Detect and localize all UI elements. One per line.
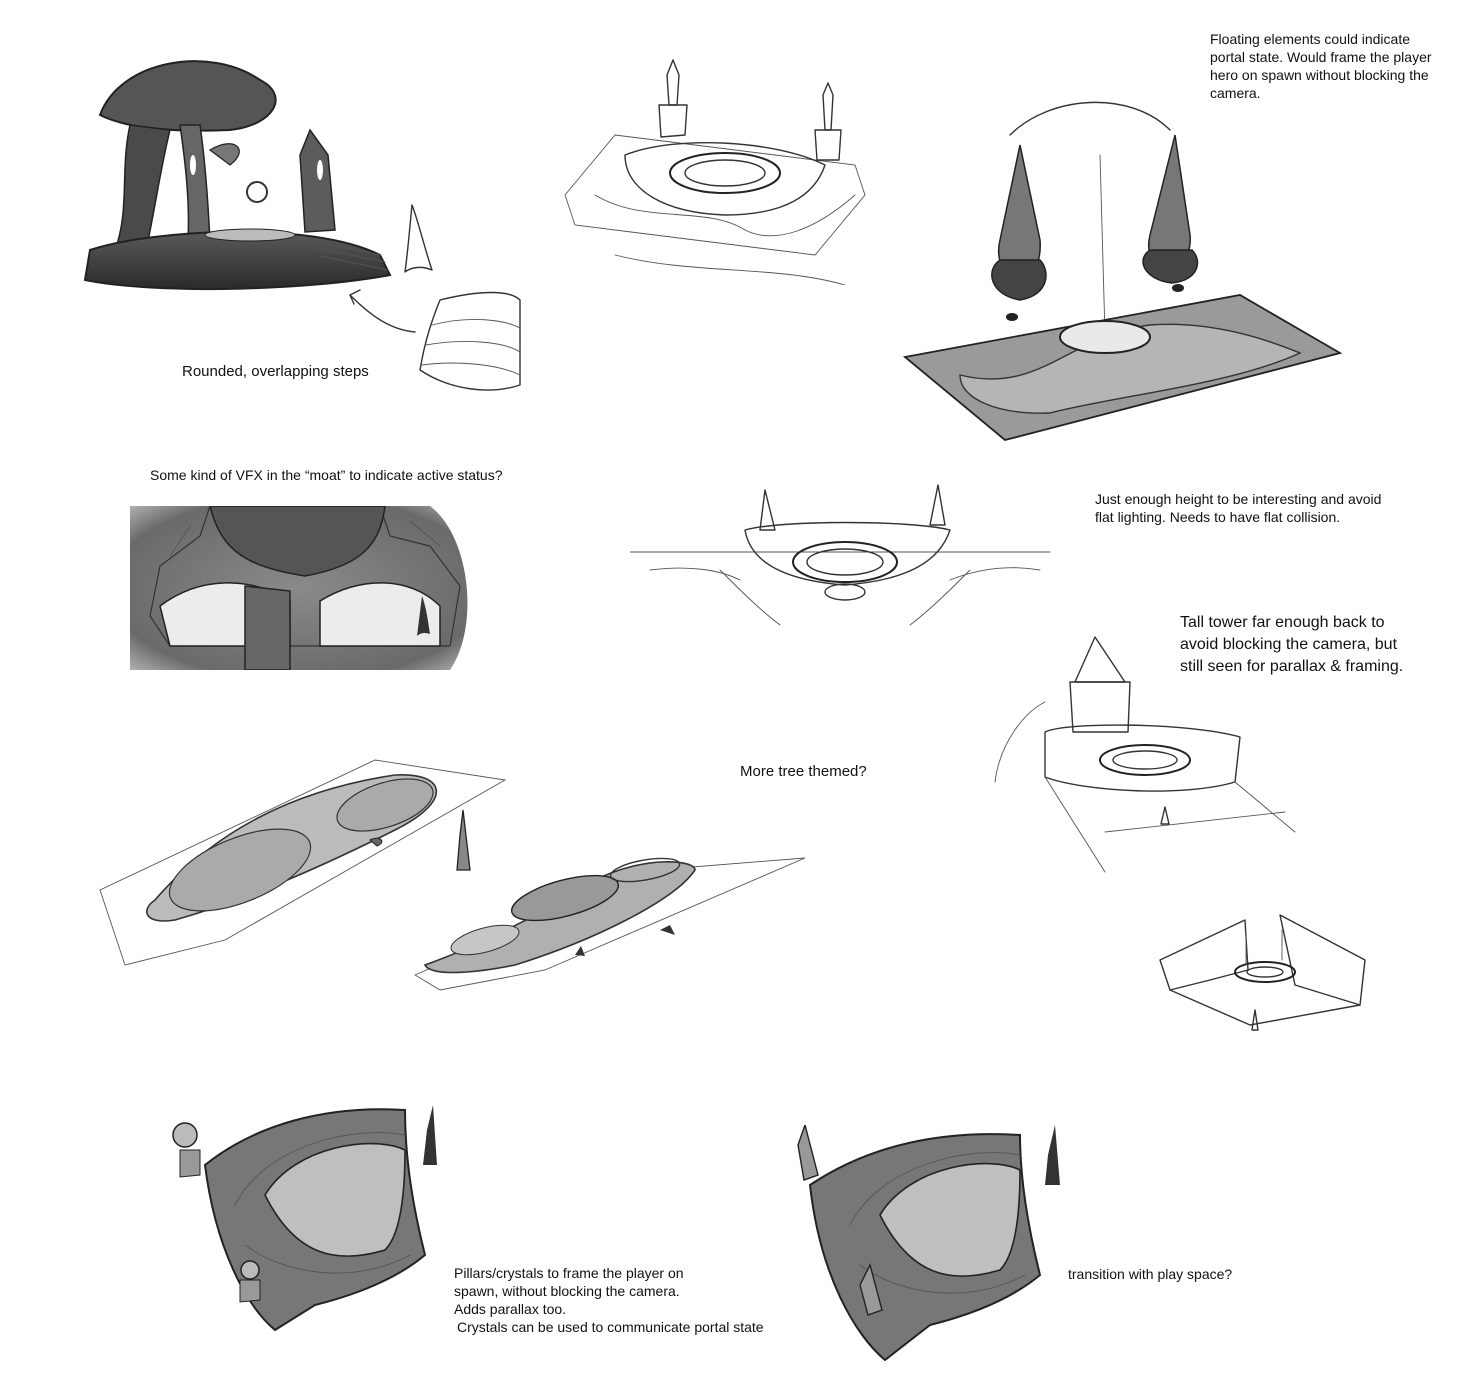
note-floating-elements: Floating elements could indicate portal … [1210,31,1432,101]
crystal-portal-sketch [797,1125,1060,1362]
note-tall-tower: Tall tower far enough back to avoid bloc… [1180,614,1404,675]
note-pillars: Pillars/crystals to frame the player on … [454,1265,684,1317]
tall-tower-sketch [994,636,1296,873]
walled-portal-sketch [1159,914,1366,1031]
moat-vfx-sketch [130,506,468,670]
pillar-portal-sketch [172,1105,437,1332]
spire-portal-sketch [564,59,866,285]
floating-crystals-sketch [902,101,1343,441]
note-height: Just enough height to be interesting and… [1095,491,1382,525]
note-crystals: Crystals can be used to communicate port… [457,1319,764,1335]
note-tree-themed: More tree themed? [740,763,867,780]
note-moat-vfx: Some kind of VFX in the “moat” to indica… [150,467,503,483]
note-transition: transition with play space? [1068,1266,1233,1282]
note-rounded-steps: Rounded, overlapping steps [182,363,369,380]
mushroom-portal-sketch [83,60,521,391]
low-portal-sketch [630,484,1051,626]
long-path-sketches [99,759,806,991]
